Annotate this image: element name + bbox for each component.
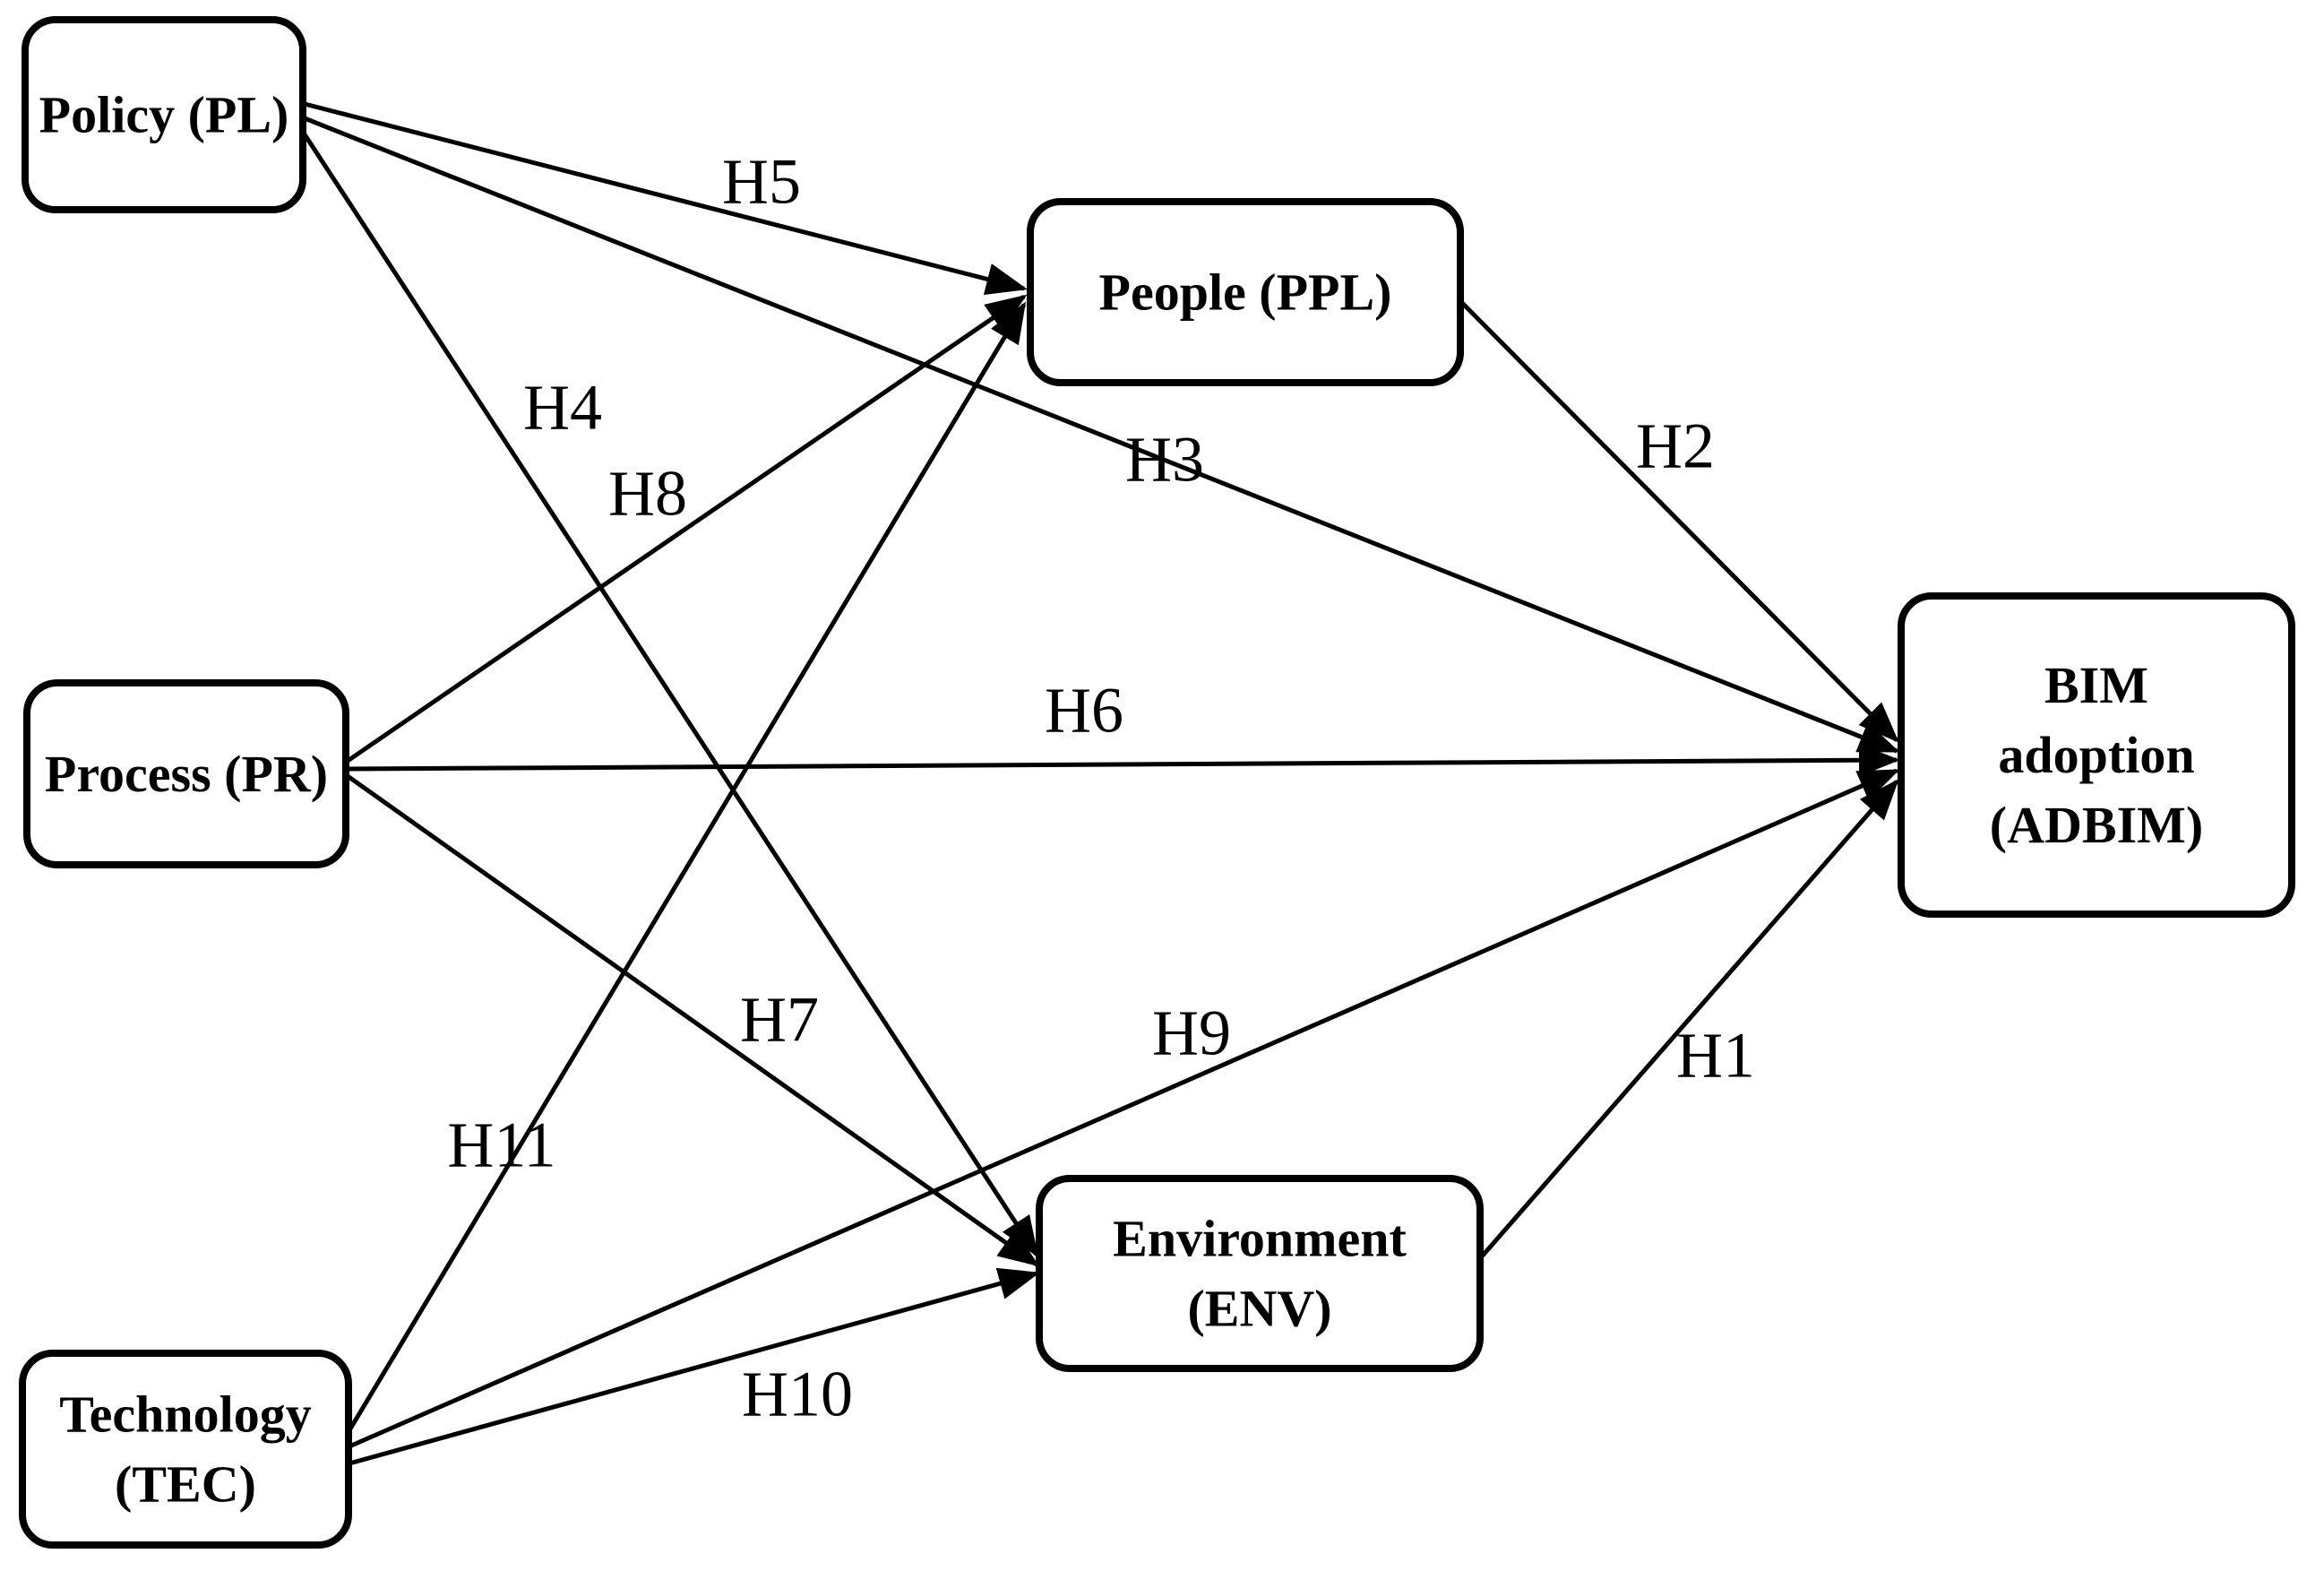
edge-H7-label: H7: [740, 984, 819, 1056]
edge-H10-label: H10: [742, 1359, 853, 1430]
node-technology-box: [19, 1350, 352, 1549]
edge-H1-arrow: [1480, 778, 1899, 1258]
node-policy-box: [22, 16, 306, 213]
node-people-box: [1027, 198, 1464, 386]
edge-H11-label: H11: [447, 1109, 555, 1181]
edge-H10-arrow: [349, 1267, 1040, 1466]
node-process-label: Process (PR): [45, 745, 328, 803]
edge-H5-arrow: [304, 101, 1028, 295]
edge-H7-arrow: [346, 773, 1040, 1267]
edge-H6-label: H6: [1045, 675, 1123, 747]
edge-H2-label: H2: [1636, 410, 1715, 482]
node-environment: Environment(ENV): [1036, 1175, 1484, 1372]
node-policy: Policy (PL): [22, 16, 306, 213]
node-environment-label: Environment(ENV): [1113, 1210, 1407, 1338]
edge-H1-label: H1: [1676, 1020, 1755, 1092]
edge-H3-arrow: [304, 116, 1900, 754]
edge-H9-arrow: [348, 768, 1900, 1449]
node-technology-label: Technology(TEC): [59, 1385, 311, 1514]
edge-H5-label: H5: [722, 146, 801, 218]
node-people: People (PPL): [1027, 198, 1464, 386]
edge-H6-arrow: [347, 744, 1900, 777]
edge-H11-arrow: [347, 301, 1027, 1432]
node-process: Process (PR): [23, 679, 349, 868]
edge-H4-arrow: [302, 133, 1039, 1258]
edge-H9-label: H9: [1152, 997, 1231, 1069]
edge-H8-arrow: [346, 294, 1028, 764]
node-process-box: [23, 679, 349, 868]
node-people-label: People (PPL): [1099, 263, 1392, 322]
edge-H2-arrow: [1460, 301, 1899, 743]
edge-H4-label: H4: [523, 372, 602, 444]
node-bim-adoption-box: [1898, 592, 2295, 918]
node-policy-label: Policy (PL): [39, 86, 289, 144]
node-technology: Technology(TEC): [19, 1350, 352, 1549]
node-environment-box: [1036, 1175, 1484, 1372]
edge-H3-label: H3: [1125, 424, 1204, 496]
edge-H8-label: H8: [608, 458, 687, 530]
